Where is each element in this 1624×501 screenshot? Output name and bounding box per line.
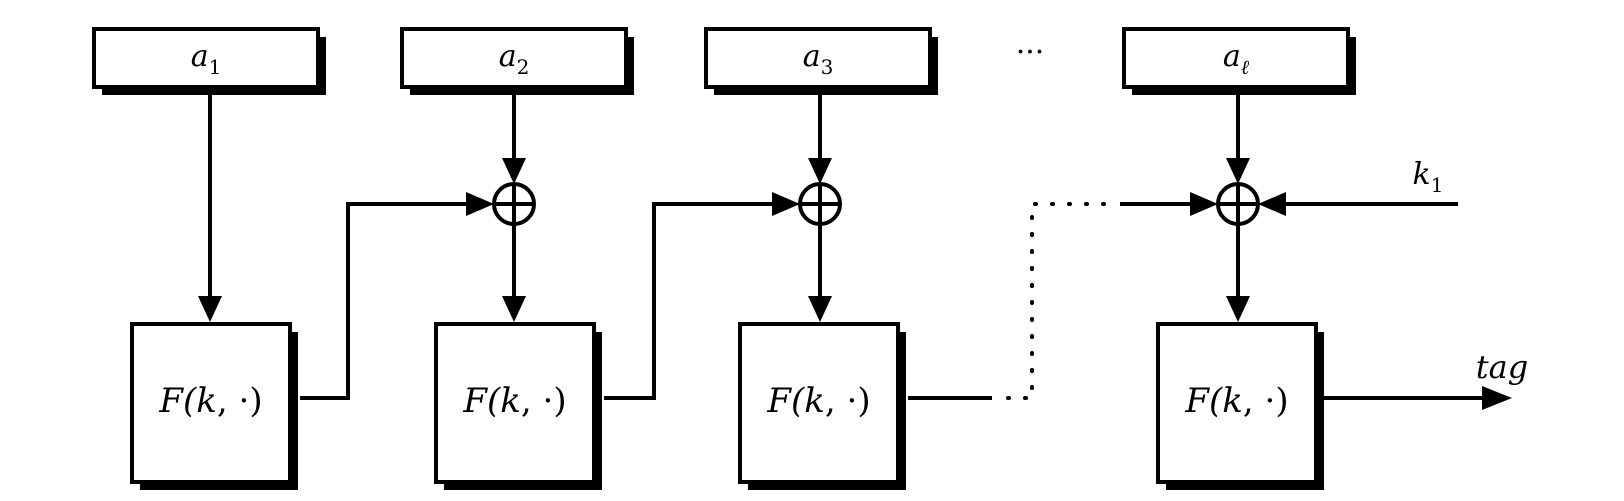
prf-block-l: F(k, ·) (1156, 322, 1324, 490)
xor-node-l (1216, 182, 1260, 226)
input-arrows (198, 89, 1250, 322)
prf-label-2: F(k, ·) (462, 381, 566, 421)
prf-label-l: F(k, ·) (1184, 381, 1288, 421)
key-input: k1 (1258, 157, 1458, 216)
arrowhead (808, 158, 832, 184)
prf-block-1: F(k, ·) (130, 322, 298, 490)
input-block-l: aℓ (1122, 27, 1356, 95)
arrowhead (502, 158, 526, 184)
ellipsis: ··· (1016, 35, 1045, 70)
arrowhead (1258, 192, 1286, 216)
prf-label-1: F(k, ·) (158, 381, 262, 421)
prf-block-3: F(k, ·) (738, 322, 906, 490)
arrowhead (466, 192, 494, 216)
tag-label: tag (1476, 348, 1528, 386)
xor-node-2 (492, 182, 536, 226)
input-label-1: a1 (191, 39, 222, 79)
input-block-1: a1 (92, 27, 326, 95)
arrowhead (502, 296, 526, 322)
prf-block-2: F(k, ·) (434, 322, 602, 490)
input-label-3: a3 (803, 39, 834, 79)
prf-label-3: F(k, ·) (766, 381, 870, 421)
input-block-3: a3 (704, 27, 938, 95)
arrowhead (808, 296, 832, 322)
input-block-2: a2 (400, 27, 634, 95)
arrowhead (1190, 192, 1218, 216)
input-label-l: aℓ (1223, 39, 1250, 79)
xor-node-3 (798, 182, 842, 226)
arrowhead (1226, 158, 1250, 184)
xor-to-prf-arrows (502, 224, 1250, 322)
arrowhead (1482, 386, 1512, 410)
arrowhead (198, 296, 222, 322)
key-label: k1 (1413, 157, 1444, 197)
input-label-2: a2 (499, 39, 530, 79)
chain-connections (300, 192, 1218, 400)
arrowhead (1226, 296, 1250, 322)
tag-output: tag (1324, 348, 1528, 410)
arrowhead (772, 192, 800, 216)
